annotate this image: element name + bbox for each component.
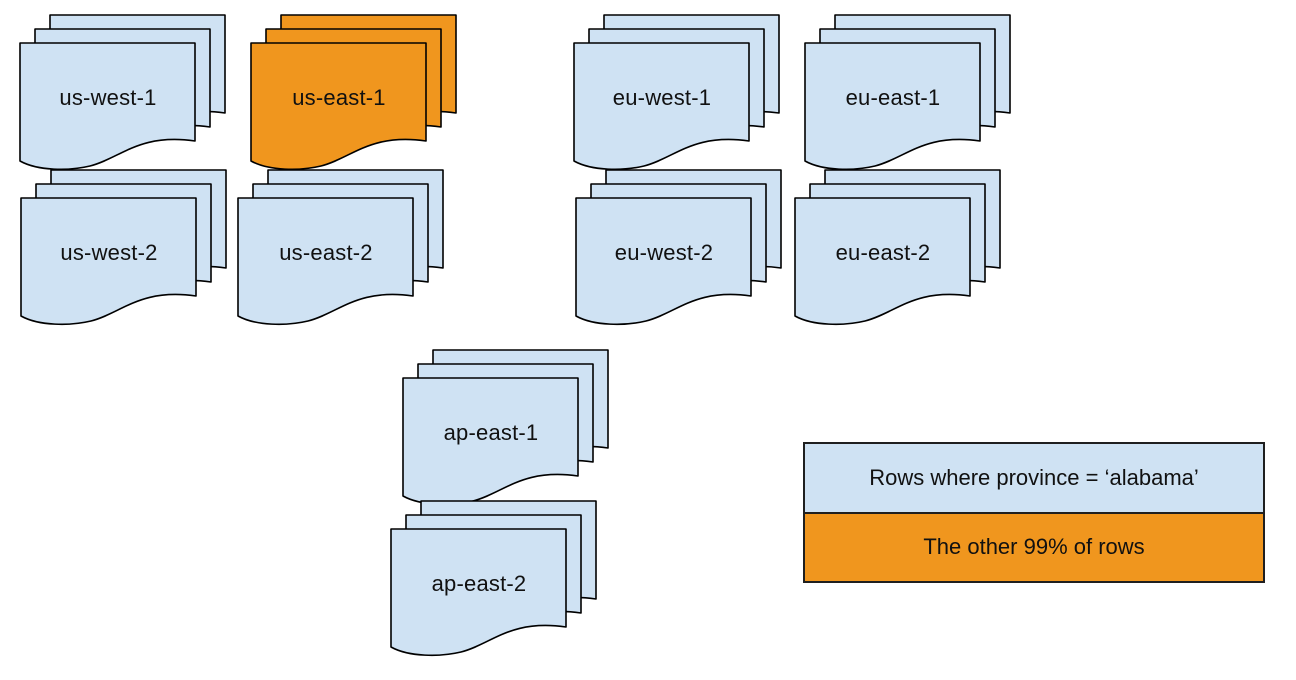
document-stack-icon <box>573 14 780 171</box>
document-stack-icon <box>250 14 457 171</box>
document-stack-icon <box>19 14 226 171</box>
document-stack-icon <box>390 500 597 657</box>
document-stack-icon <box>402 349 609 506</box>
region-stack-us-east-1: us-east-1 <box>250 14 458 176</box>
legend-item-other-rows: The other 99% of rows <box>805 511 1263 581</box>
legend-label: Rows where province = ‘alabama’ <box>869 464 1199 490</box>
document-stack-icon <box>575 169 782 326</box>
legend: Rows where province = ‘alabama’ The othe… <box>803 442 1265 583</box>
document-stack-icon <box>794 169 1001 326</box>
legend-label: The other 99% of rows <box>923 534 1145 560</box>
region-stack-ap-east-1: ap-east-1 <box>402 349 610 511</box>
legend-item-alabama-rows: Rows where province = ‘alabama’ <box>805 444 1263 512</box>
region-stack-eu-west-1: eu-west-1 <box>573 14 781 176</box>
region-stack-eu-east-2: eu-east-2 <box>794 169 1002 331</box>
region-stack-us-west-1: us-west-1 <box>19 14 227 176</box>
region-stack-eu-west-2: eu-west-2 <box>575 169 783 331</box>
region-stack-us-east-2: us-east-2 <box>237 169 445 331</box>
region-stack-ap-east-2: ap-east-2 <box>390 500 598 662</box>
document-stack-icon <box>804 14 1011 171</box>
region-stack-eu-east-1: eu-east-1 <box>804 14 1012 176</box>
document-stack-icon <box>20 169 227 326</box>
region-stack-us-west-2: us-west-2 <box>20 169 228 331</box>
document-stack-icon <box>237 169 444 326</box>
